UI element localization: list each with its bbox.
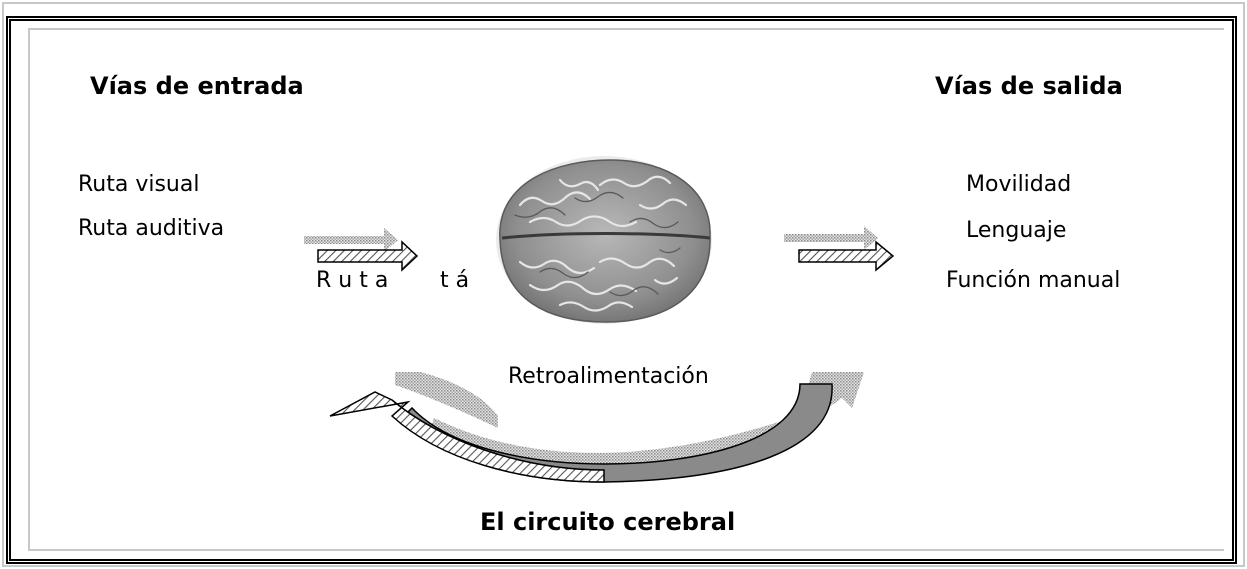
- diagram-caption: El circuito cerebral: [480, 508, 736, 536]
- input-route-visual: Ruta visual: [78, 172, 200, 197]
- output-mobility: Movilidad: [966, 172, 1072, 197]
- feedback-arrow: [329, 372, 864, 483]
- input-pathways-title: Vías de entrada: [90, 72, 304, 100]
- feedback-label: Retroalimentación: [508, 364, 709, 389]
- output-language: Lenguaje: [966, 218, 1067, 243]
- output-pathways-title: Vías de salida: [935, 72, 1123, 100]
- inner-frame: [28, 28, 1224, 551]
- output-arrow: [784, 226, 895, 272]
- input-route-auditory: Ruta auditiva: [78, 216, 225, 241]
- diagram-frame: [6, 16, 1237, 564]
- input-route-tactile-right: t á: [440, 268, 470, 293]
- brain-image: [496, 156, 712, 324]
- input-arrow: [304, 228, 419, 272]
- output-manual-function: Función manual: [946, 268, 1121, 293]
- input-route-tactile-left: R u t a: [316, 268, 389, 293]
